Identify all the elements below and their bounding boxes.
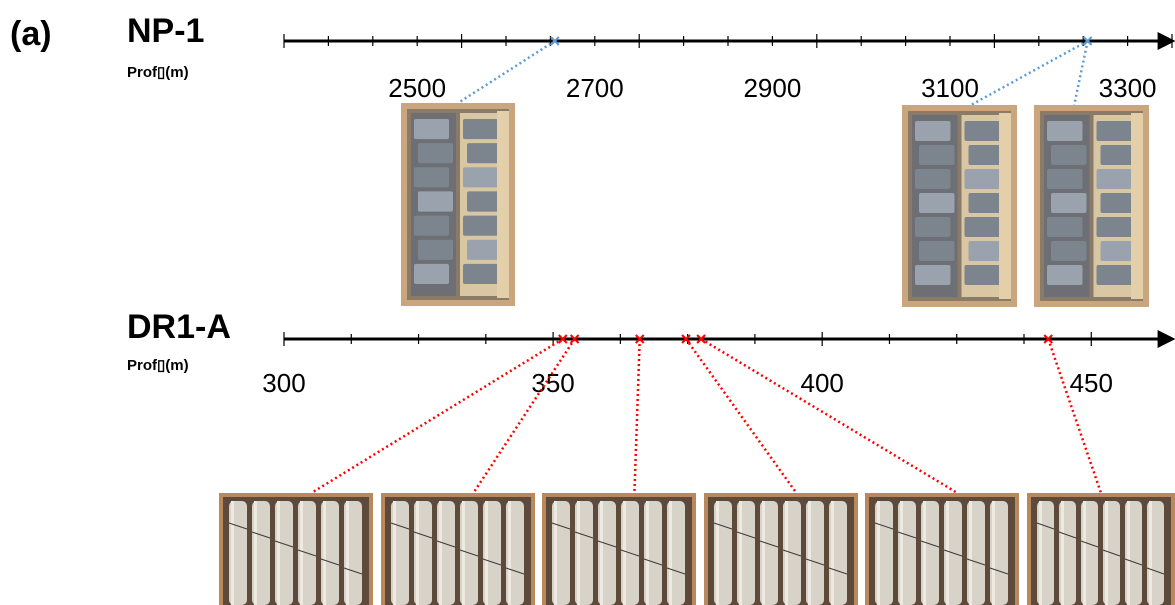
photo-link-line: [310, 337, 564, 495]
depth-marker: [1043, 334, 1053, 344]
core-photo-dr1a-442: [1027, 493, 1175, 605]
tick-label: 3300: [1099, 73, 1157, 103]
photo-row-dr1a: [219, 493, 1175, 605]
photo-link-line: [970, 39, 1089, 107]
tick-label: 450: [1070, 368, 1113, 398]
track-title-dr1a: DR1-A: [127, 308, 231, 346]
tick-label: 3100: [921, 73, 979, 103]
depth-markers-dr1a: [558, 334, 1053, 344]
tick-label: 400: [800, 368, 843, 398]
photo-link-line: [1047, 338, 1103, 494]
tick-label: 2700: [566, 73, 624, 103]
photo-link-line: [685, 338, 798, 494]
photo-link-line: [457, 39, 556, 105]
core-photo-np1-3255-a: [902, 105, 1017, 307]
depth-marker: [550, 36, 560, 46]
track-title-np1: NP-1: [127, 12, 204, 50]
tick-label: 2900: [743, 73, 801, 103]
core-photo-dr1a-375: [704, 493, 858, 605]
core-photo-dr1a-366: [542, 493, 696, 605]
photo-link-line: [633, 338, 641, 494]
depth-label-dr1a: Prof▯(m): [127, 357, 189, 374]
depth-marker: [1082, 36, 1093, 46]
tick-label: 2500: [388, 73, 446, 103]
depth-label-np1: Prof▯(m): [127, 64, 189, 81]
photo-link-line: [700, 337, 959, 495]
depth-axis-np1: 2500 2700 2900 3100 3300: [283, 32, 1175, 103]
depth-markers-np1: [550, 36, 1093, 46]
panel-label: (a): [10, 15, 52, 53]
photo-link-line: [1073, 40, 1089, 106]
depth-marker: [569, 334, 580, 344]
track-np1: NP-1 Prof▯(m) 2500 2700 2900 3100 3300: [127, 12, 1175, 307]
core-photo-np1-2655: [401, 103, 515, 306]
depth-marker: [696, 334, 706, 344]
core-photo-dr1a-352: [219, 493, 373, 605]
core-photo-dr1a-354: [381, 493, 535, 605]
core-photo-dr1a-377: [865, 493, 1019, 605]
depth-marker: [558, 334, 568, 344]
photo-links-dr1a: [310, 337, 1103, 495]
photo-link-line: [472, 338, 576, 494]
core-photo-np1-3255-b: [1034, 105, 1149, 307]
tick-label: 300: [262, 368, 305, 398]
photo-row-np1: [401, 103, 1149, 307]
depth-marker: [635, 334, 645, 344]
photo-links-np1: [457, 39, 1089, 107]
depth-marker: [681, 334, 691, 344]
